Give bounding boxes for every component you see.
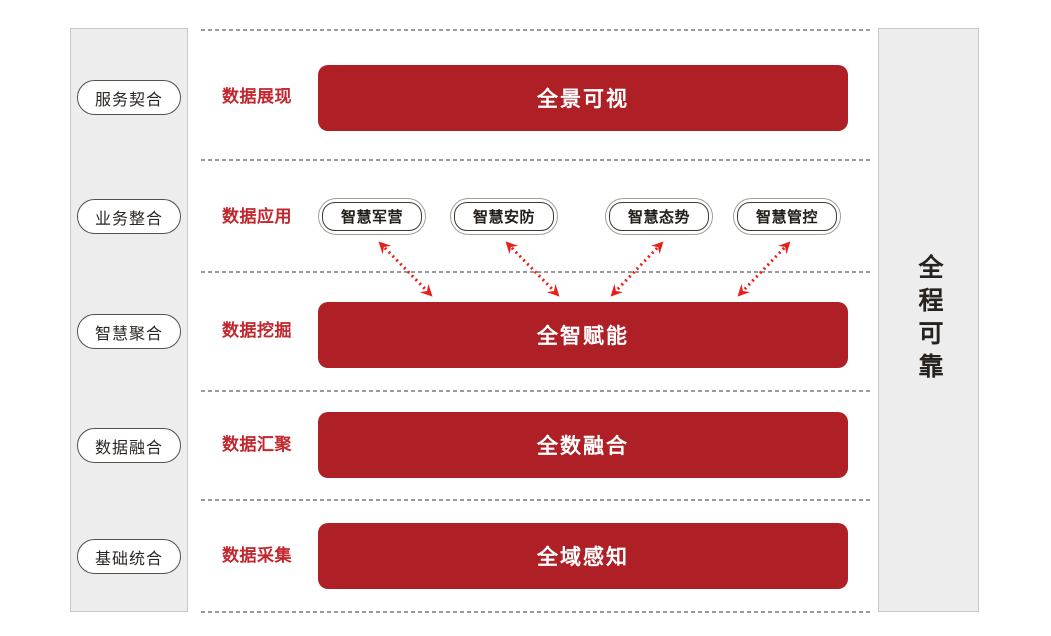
app-pill-2-ring: 智慧安防 bbox=[454, 202, 554, 231]
app-pill-2: 智慧安防 bbox=[450, 198, 558, 235]
arrow-pill1-bar bbox=[378, 241, 433, 297]
layer-bar-ai: 全智赋能 bbox=[318, 302, 848, 368]
left-panel: 服务契合 业务整合 智慧聚合 数据融合 基础统合 bbox=[70, 28, 188, 612]
row-label-gathering: 数据汇聚 bbox=[222, 435, 292, 454]
app-pill-3: 智慧态势 bbox=[605, 198, 713, 235]
dotted-separator-1 bbox=[201, 159, 871, 161]
app-pill-3-ring: 智慧态势 bbox=[609, 202, 709, 231]
row-label-mining: 数据挖掘 bbox=[222, 321, 292, 340]
left-pill-2: 业务整合 bbox=[77, 199, 181, 234]
left-pill-4: 数据融合 bbox=[77, 428, 181, 463]
dotted-separator-2 bbox=[201, 271, 871, 273]
left-pill-2-label: 业务整合 bbox=[94, 210, 163, 228]
dotted-separator-top bbox=[201, 29, 871, 31]
app-pill-1-label: 智慧军营 bbox=[340, 209, 403, 226]
app-pill-1: 智慧军营 bbox=[318, 198, 426, 235]
arrow-pill3-bar bbox=[610, 241, 664, 297]
dotted-separator-3 bbox=[201, 390, 871, 392]
app-pill-4-ring: 智慧管控 bbox=[737, 202, 837, 231]
arrow-pill4-bar bbox=[737, 241, 791, 297]
left-pill-3: 智慧聚合 bbox=[77, 314, 181, 349]
row-label-apps: 数据应用 bbox=[222, 207, 292, 226]
layer-bar-ai-label: 全智赋能 bbox=[537, 325, 629, 348]
left-pill-4-label: 数据融合 bbox=[94, 439, 163, 457]
app-pill-4-label: 智慧管控 bbox=[755, 209, 818, 226]
right-panel-label: 全程可靠 bbox=[915, 254, 943, 386]
left-pill-5: 基础统合 bbox=[77, 539, 181, 574]
arrow-pill2-bar bbox=[505, 241, 560, 297]
app-pill-4: 智慧管控 bbox=[733, 198, 841, 235]
layer-bar-fusion: 全数融合 bbox=[318, 412, 848, 478]
dotted-separator-4 bbox=[201, 499, 871, 501]
left-pill-1-label: 服务契合 bbox=[94, 91, 163, 109]
left-pill-1: 服务契合 bbox=[77, 80, 181, 115]
row-label-collect: 数据采集 bbox=[222, 546, 292, 565]
layer-bar-fusion-label: 全数融合 bbox=[537, 435, 629, 458]
left-pill-3-label: 智慧聚合 bbox=[94, 325, 163, 343]
layer-bar-sensing-label: 全域感知 bbox=[537, 546, 629, 569]
layer-bar-panorama: 全景可视 bbox=[318, 65, 848, 131]
app-pill-1-ring: 智慧军营 bbox=[322, 202, 422, 231]
left-pill-5-label: 基础统合 bbox=[94, 550, 163, 568]
dotted-separator-bottom bbox=[201, 611, 871, 613]
app-pill-2-label: 智慧安防 bbox=[472, 209, 535, 226]
right-panel: 全程可靠 bbox=[878, 28, 979, 612]
row-label-display: 数据展现 bbox=[222, 87, 292, 106]
app-pill-3-label: 智慧态势 bbox=[627, 209, 690, 226]
layer-bar-sensing: 全域感知 bbox=[318, 523, 848, 589]
layer-bar-panorama-label: 全景可视 bbox=[537, 88, 629, 111]
